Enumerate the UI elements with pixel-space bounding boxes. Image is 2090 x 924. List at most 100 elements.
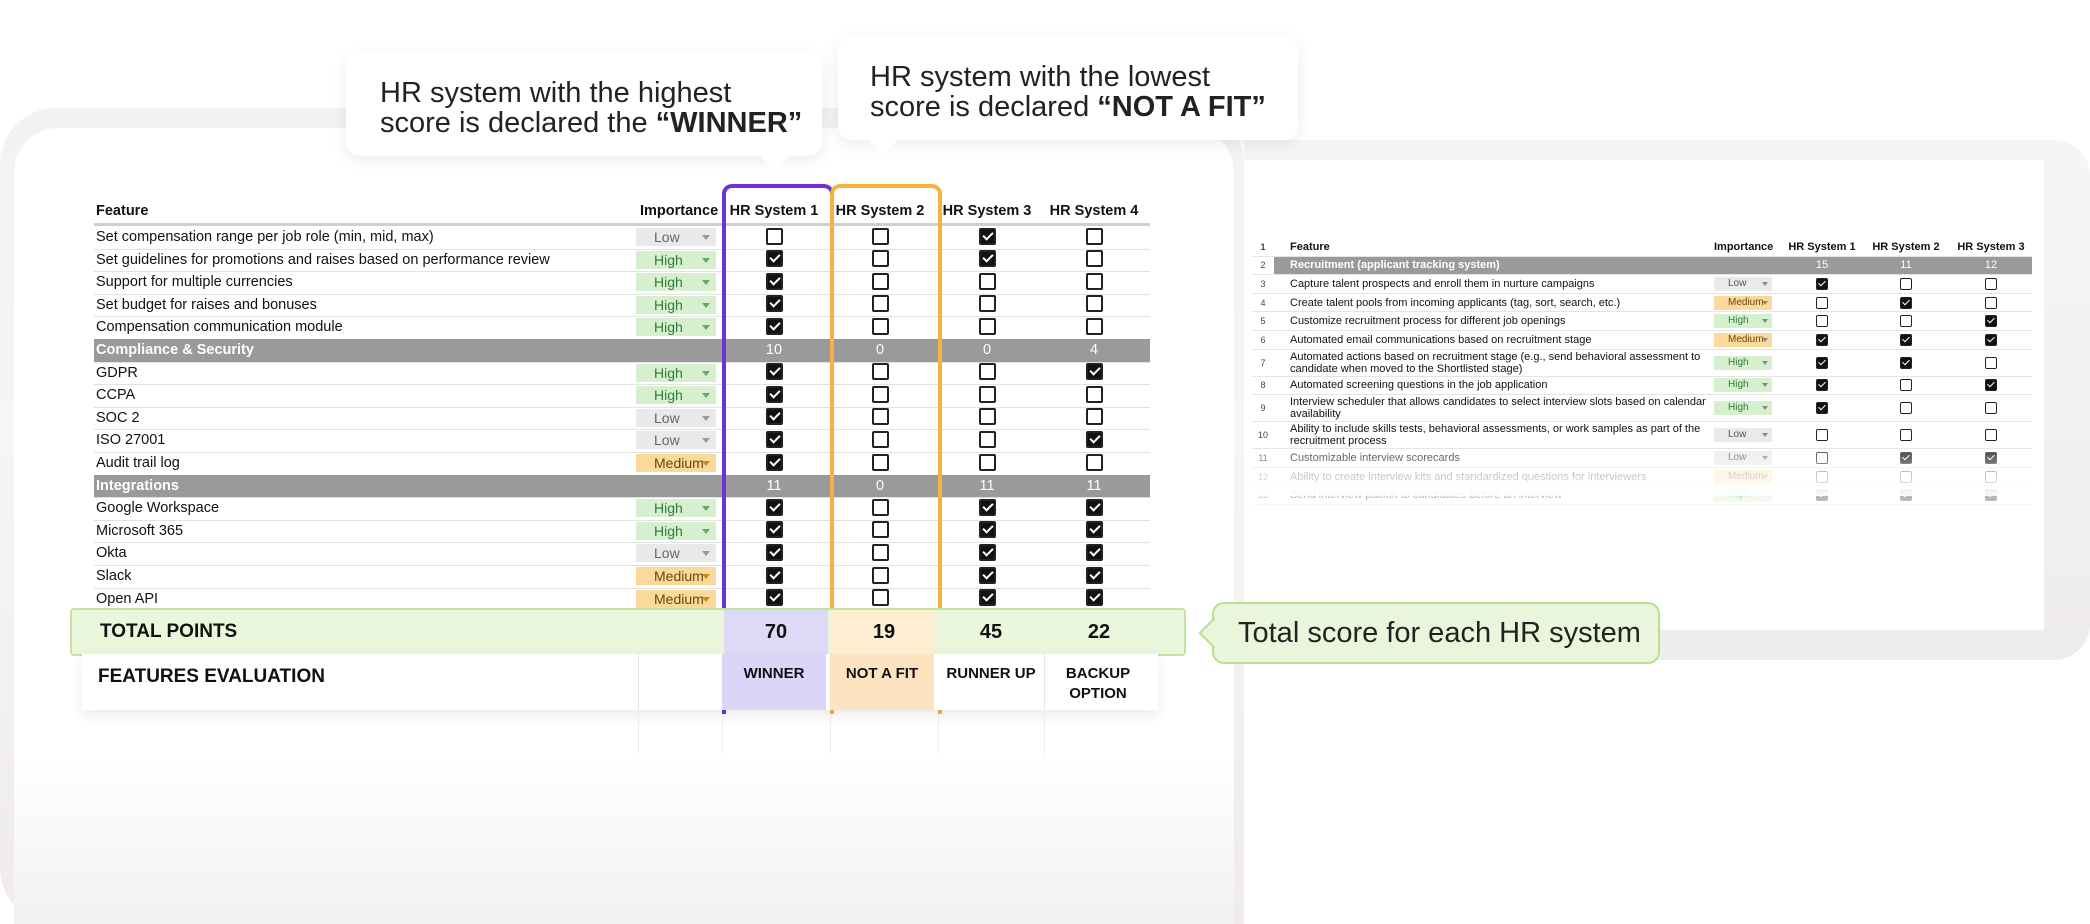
checkbox[interactable]: [978, 363, 996, 381]
checkbox[interactable]: [978, 227, 996, 245]
checkbox[interactable]: [1900, 356, 1912, 369]
checkbox[interactable]: [1985, 333, 1997, 346]
checkbox[interactable]: [1900, 296, 1912, 309]
checkbox[interactable]: [765, 318, 783, 336]
importance-dropdown[interactable]: Medium: [636, 454, 716, 472]
checkbox[interactable]: [871, 363, 889, 381]
checkbox[interactable]: [765, 521, 783, 539]
importance-dropdown[interactable]: High: [636, 386, 716, 405]
checkbox[interactable]: [765, 589, 783, 607]
checkbox[interactable]: [1985, 277, 1997, 290]
checkbox[interactable]: [1085, 408, 1103, 426]
checkbox[interactable]: [765, 566, 783, 584]
checkbox[interactable]: [1085, 544, 1103, 562]
importance-dropdown[interactable]: High: [636, 250, 716, 269]
importance-dropdown[interactable]: Medium: [636, 567, 716, 585]
checkbox[interactable]: [1085, 227, 1103, 245]
mini-importance-dropdown[interactable]: High: [1714, 355, 1772, 370]
checkbox[interactable]: [1085, 566, 1103, 584]
checkbox[interactable]: [765, 498, 783, 516]
checkbox[interactable]: [871, 318, 889, 336]
importance-dropdown[interactable]: High: [636, 363, 716, 382]
mini-importance-dropdown[interactable]: Medium: [1714, 332, 1772, 347]
importance-dropdown[interactable]: High: [636, 521, 716, 540]
checkbox[interactable]: [1816, 379, 1828, 392]
checkbox[interactable]: [978, 250, 996, 268]
checkbox[interactable]: [765, 227, 783, 245]
checkbox[interactable]: [1985, 379, 1997, 392]
importance-dropdown[interactable]: Low: [636, 544, 716, 563]
checkbox[interactable]: [1085, 385, 1103, 403]
checkbox[interactable]: [1816, 429, 1828, 442]
checkbox[interactable]: [871, 566, 889, 584]
mini-importance-dropdown[interactable]: Low: [1714, 428, 1772, 443]
importance-dropdown[interactable]: High: [636, 499, 716, 518]
checkbox[interactable]: [1900, 333, 1912, 346]
checkbox[interactable]: [978, 408, 996, 426]
checkbox[interactable]: [1985, 296, 1997, 309]
checkbox[interactable]: [871, 385, 889, 403]
checkbox[interactable]: [978, 498, 996, 516]
importance-dropdown[interactable]: Medium: [636, 589, 716, 608]
checkbox[interactable]: [1900, 379, 1912, 392]
checkbox[interactable]: [978, 566, 996, 584]
checkbox[interactable]: [1085, 431, 1103, 449]
checkbox[interactable]: [765, 453, 783, 471]
checkbox[interactable]: [978, 544, 996, 562]
checkbox[interactable]: [765, 250, 783, 268]
checkbox[interactable]: [1085, 272, 1103, 290]
checkbox[interactable]: [978, 318, 996, 336]
checkbox[interactable]: [978, 385, 996, 403]
mini-importance-dropdown[interactable]: Medium: [1714, 295, 1772, 310]
checkbox[interactable]: [978, 431, 996, 449]
checkbox[interactable]: [978, 295, 996, 313]
checkbox[interactable]: [1085, 295, 1103, 313]
checkbox[interactable]: [1085, 250, 1103, 268]
checkbox[interactable]: [1816, 296, 1828, 309]
mini-importance-dropdown[interactable]: High: [1714, 401, 1772, 416]
checkbox[interactable]: [1985, 429, 1997, 442]
checkbox[interactable]: [1900, 402, 1912, 415]
checkbox[interactable]: [978, 589, 996, 607]
checkbox[interactable]: [871, 431, 889, 449]
importance-dropdown[interactable]: Low: [636, 408, 716, 427]
checkbox[interactable]: [765, 408, 783, 426]
checkbox[interactable]: [765, 363, 783, 381]
mini-importance-dropdown[interactable]: High: [1714, 314, 1772, 329]
checkbox[interactable]: [765, 385, 783, 403]
checkbox[interactable]: [1085, 498, 1103, 516]
checkbox[interactable]: [765, 431, 783, 449]
checkbox[interactable]: [871, 295, 889, 313]
checkbox[interactable]: [1816, 333, 1828, 346]
importance-dropdown[interactable]: High: [636, 318, 716, 337]
checkbox[interactable]: [1816, 356, 1828, 369]
checkbox[interactable]: [1085, 318, 1103, 336]
checkbox[interactable]: [1085, 521, 1103, 539]
checkbox[interactable]: [1900, 315, 1912, 328]
checkbox[interactable]: [871, 521, 889, 539]
checkbox[interactable]: [978, 453, 996, 471]
checkbox[interactable]: [765, 544, 783, 562]
checkbox[interactable]: [871, 272, 889, 290]
mini-importance-dropdown[interactable]: High: [1714, 378, 1772, 393]
checkbox[interactable]: [871, 498, 889, 516]
checkbox[interactable]: [871, 544, 889, 562]
checkbox[interactable]: [1900, 429, 1912, 442]
mini-importance-dropdown[interactable]: Low: [1714, 276, 1772, 291]
checkbox[interactable]: [1985, 315, 1997, 328]
checkbox[interactable]: [871, 227, 889, 245]
importance-dropdown[interactable]: High: [636, 273, 716, 292]
checkbox[interactable]: [871, 408, 889, 426]
checkbox[interactable]: [1085, 589, 1103, 607]
checkbox[interactable]: [871, 589, 889, 607]
importance-dropdown[interactable]: High: [636, 295, 716, 314]
checkbox[interactable]: [765, 272, 783, 290]
checkbox[interactable]: [1085, 363, 1103, 381]
checkbox[interactable]: [1085, 453, 1103, 471]
checkbox[interactable]: [978, 272, 996, 290]
checkbox[interactable]: [1816, 315, 1828, 328]
importance-dropdown[interactable]: Low: [636, 228, 716, 246]
checkbox[interactable]: [1900, 277, 1912, 290]
importance-dropdown[interactable]: Low: [636, 431, 716, 450]
checkbox[interactable]: [1816, 277, 1828, 290]
